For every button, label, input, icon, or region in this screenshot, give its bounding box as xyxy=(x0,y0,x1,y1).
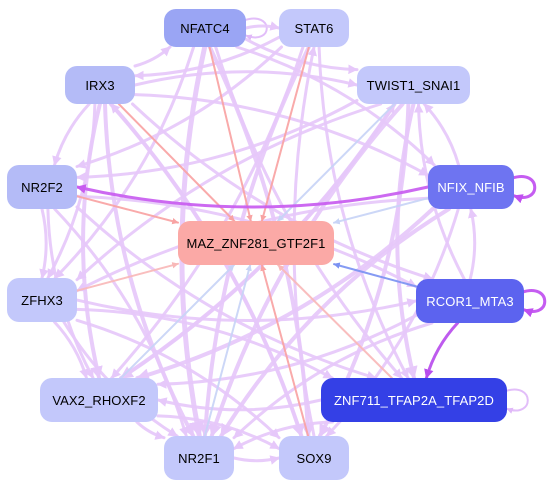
edge-vax2-rhoxf2-to-maz-znf281-gtf2f1 xyxy=(120,264,235,379)
node-label: NR2F1 xyxy=(178,450,220,466)
edge-nr2f1-to-sox9 xyxy=(232,455,281,465)
edge-sox9-to-maz-znf281-gtf2f1 xyxy=(260,264,310,437)
edge-irx3-to-twist1-snai1 xyxy=(133,70,359,88)
edge-irx3-to-nr2f2 xyxy=(52,102,91,167)
node-irx3[interactable]: IRX3 xyxy=(65,66,135,104)
node-label: NFATC4 xyxy=(180,20,230,36)
node-label: MAZ_ZNF281_GTF2F1 xyxy=(186,235,326,251)
edge-nr2f2-to-zfhx3 xyxy=(39,207,49,280)
edge-nfix-nfib-to-nfix-nfib xyxy=(510,175,537,204)
node-nfix-nfib[interactable]: NFIX_NFIB xyxy=(428,165,514,209)
node-label: NFIX_NFIB xyxy=(437,179,505,195)
edge-nfix-nfib-to-twist1-snai1 xyxy=(422,102,461,167)
edge-znf711-tfap2a-tfap2d-to-vax2-rhoxf2 xyxy=(156,397,323,412)
edge-stat6-to-irx3 xyxy=(133,35,281,81)
edge-nr2f2-to-znf711-tfap2a-tfap2d xyxy=(75,205,378,381)
edge-nfatc4-to-nfix-nfib xyxy=(235,45,436,167)
edge-zfhx3-to-rcor1-mta3 xyxy=(75,298,418,322)
edge-znf711-tfap2a-tfap2d-to-maz-znf281-gtf2f1 xyxy=(277,264,393,379)
node-label: ZFHX3 xyxy=(21,292,63,308)
edge-nr2f1-to-maz-znf281-gtf2f1 xyxy=(203,264,252,437)
edge-znf711-tfap2a-tfap2d-to-nr2f1 xyxy=(232,420,334,451)
edge-znf711-tfap2a-tfap2d-to-znf711-tfap2a-tfap2d xyxy=(504,388,529,414)
edge-stat6-to-znf711-tfap2a-tfap2d xyxy=(317,45,410,380)
node-zfhx3[interactable]: ZFHX3 xyxy=(7,278,77,322)
node-nfatc4[interactable]: NFATC4 xyxy=(164,9,246,47)
node-label: RCOR1_MTA3 xyxy=(426,293,514,309)
edge-irx3-to-nfatc4 xyxy=(133,45,172,68)
node-nr2f2[interactable]: NR2F2 xyxy=(7,165,77,209)
edge-nfix-nfib-to-nr2f2 xyxy=(75,184,430,209)
node-sox9[interactable]: SOX9 xyxy=(279,436,349,480)
node-label: SOX9 xyxy=(296,450,332,466)
node-label: NR2F2 xyxy=(21,179,63,195)
edge-nr2f2-to-maz-znf281-gtf2f1 xyxy=(76,195,179,225)
edge-zfhx3-to-maz-znf281-gtf2f1 xyxy=(76,262,179,292)
node-vax2-rhoxf2[interactable]: VAX2_RHOXF2 xyxy=(40,378,158,422)
edge-rcor1-mta3-to-rcor1-mta3 xyxy=(520,289,547,318)
node-label: STAT6 xyxy=(294,20,334,36)
edge-vax2-rhoxf2-to-sox9 xyxy=(156,414,281,451)
edge-rcor1-mta3-to-maz-znf281-gtf2f1 xyxy=(333,262,417,288)
node-twist1-snai1[interactable]: TWIST1_SNAI1 xyxy=(357,66,470,104)
edge-twist1-snai1-to-nr2f2 xyxy=(75,99,359,182)
edge-nfatc4-to-stat6 xyxy=(244,21,281,31)
edge-nfatc4-to-zfhx3 xyxy=(53,45,196,280)
node-stat6[interactable]: STAT6 xyxy=(279,9,349,47)
node-label: IRX3 xyxy=(85,77,115,93)
edge-zfhx3-to-vax2-rhoxf2 xyxy=(53,320,89,380)
node-maz-znf281-gtf2f1[interactable]: MAZ_ZNF281_GTF2F1 xyxy=(178,221,334,265)
edge-nfatc4-to-maz-znf281-gtf2f1 xyxy=(208,46,253,222)
node-label: ZNF711_TFAP2A_TFAP2D xyxy=(334,392,494,408)
edge-irx3-to-vax2-rhoxf2 xyxy=(81,102,103,380)
node-label: TWIST1_SNAI1 xyxy=(366,77,461,93)
node-rcor1-mta3[interactable]: RCOR1_MTA3 xyxy=(416,279,524,323)
edge-nfatc4-to-nfatc4 xyxy=(243,17,268,41)
node-nr2f1[interactable]: NR2F1 xyxy=(164,436,234,480)
edge-stat6-to-maz-znf281-gtf2f1 xyxy=(260,46,310,222)
edge-irx3-to-nfix-nfib xyxy=(133,93,430,177)
node-label: VAX2_RHOXF2 xyxy=(52,392,146,408)
edge-rcor1-mta3-to-znf711-tfap2a-tfap2d xyxy=(424,321,460,380)
edge-nfix-nfib-to-maz-znf281-gtf2f1 xyxy=(333,197,429,225)
edge-rcor1-mta3-to-nr2f1 xyxy=(232,321,434,440)
edge-stat6-to-nr2f2 xyxy=(75,45,283,169)
edge-twist1-snai1-to-zfhx3 xyxy=(75,102,383,282)
edge-rcor1-mta3-to-nfix-nfib xyxy=(468,207,478,281)
edge-vax2-rhoxf2-to-nr2f1 xyxy=(135,420,166,440)
node-znf711-tfap2a-tfap2d[interactable]: ZNF711_TFAP2A_TFAP2D xyxy=(321,378,507,422)
edge-rcor1-mta3-to-vax2-rhoxf2 xyxy=(156,313,418,389)
